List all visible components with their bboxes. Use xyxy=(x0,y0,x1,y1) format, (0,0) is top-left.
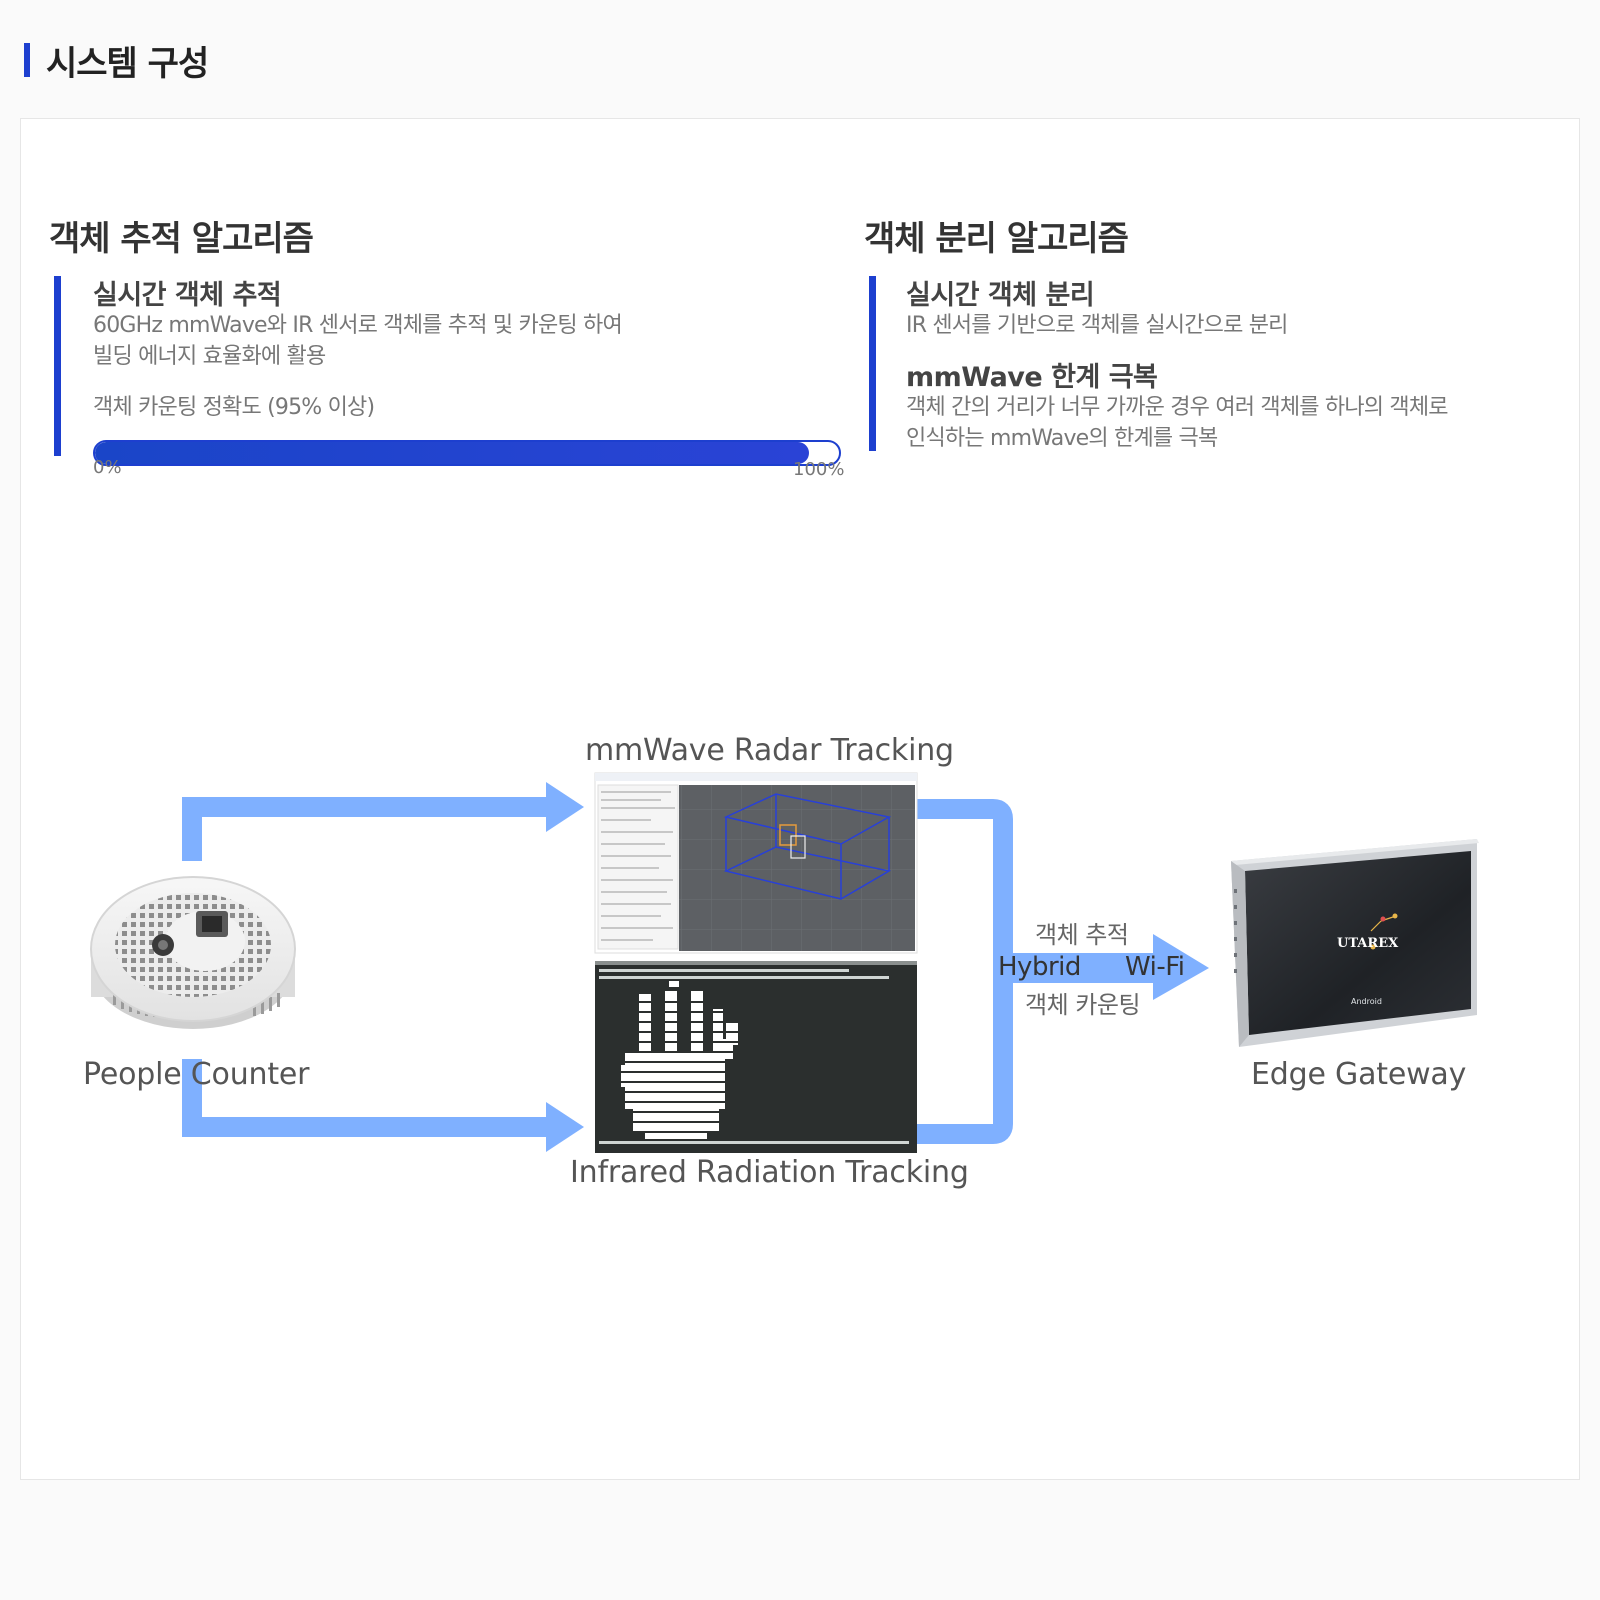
bracket-merge xyxy=(917,799,1013,1144)
scale-max-label: 100% xyxy=(793,459,845,480)
page-title: 시스템 구성 xyxy=(46,43,209,84)
separation-desc-2: 객체 간의 거리가 너무 가까운 경우 여러 객체를 하나의 객체로 인식하는 … xyxy=(906,392,1449,454)
arrowhead-to-radar xyxy=(546,782,584,832)
separation-desc-1: IR 센서를 기반으로 객체를 실시간으로 분리 xyxy=(906,313,1288,338)
radar-tracking-label: mmWave Radar Tracking xyxy=(585,733,954,768)
accuracy-progress-fill xyxy=(95,442,810,464)
link-label-wifi: Wi-Fi xyxy=(1125,952,1185,982)
separation-title: 객체 분리 알고리즘 xyxy=(864,219,1129,259)
arrow-counter-to-radar xyxy=(182,797,553,861)
tracking-desc: 60GHz mmWave와 IR 센서로 객체를 추적 및 카운팅 하여 빌딩 … xyxy=(93,310,623,372)
separation-accent-bar xyxy=(869,276,876,451)
arrow-to-gateway-body xyxy=(1003,953,1155,983)
system-panel: 객체 추적 알고리즘 실시간 객체 추적 60GHz mmWave와 IR 센서… xyxy=(20,118,1580,1480)
separation-desc-2-line1: 객체 간의 거리가 너무 가까운 경우 여러 객체를 하나의 객체로 xyxy=(906,395,1449,420)
separation-desc-2-line2: 인식하는 mmWave의 한계를 극복 xyxy=(906,426,1218,451)
link-label-counting: 객체 카운팅 xyxy=(1025,991,1141,1019)
scale-min-label: 0% xyxy=(93,457,122,478)
tracking-title: 객체 추적 알고리즘 xyxy=(49,219,314,259)
tracking-subtitle: 실시간 객체 추적 xyxy=(93,280,282,311)
radar-tracking-screenshot xyxy=(594,772,918,954)
edge-gateway-device: UTAREX Android xyxy=(1231,839,1479,1047)
arrow-counter-to-ir xyxy=(182,1059,553,1137)
device-os-text: Android xyxy=(1351,997,1382,1006)
accuracy-label: 객체 카운팅 정확도 (95% 이상) xyxy=(93,395,375,420)
people-counter-label: People Counter xyxy=(83,1057,310,1092)
page-header: 시스템 구성 xyxy=(24,40,209,84)
title-accent-bar xyxy=(24,43,30,77)
separation-subtitle-1: 실시간 객체 분리 xyxy=(906,280,1095,311)
people-counter-device xyxy=(90,876,296,1029)
edge-gateway-label: Edge Gateway xyxy=(1251,1057,1467,1092)
arrowhead-to-ir xyxy=(546,1102,584,1152)
arrowhead-to-gateway xyxy=(1153,934,1209,1000)
ir-tracking-screenshot xyxy=(595,961,917,1153)
accuracy-progress-bar xyxy=(93,440,841,466)
link-label-hybrid: Hybrid xyxy=(998,952,1081,982)
device-brand-text: UTAREX xyxy=(1337,936,1399,951)
tracking-accent-bar xyxy=(54,276,61,456)
separation-subtitle-2: mmWave 한계 극복 xyxy=(906,362,1158,393)
tracking-desc-line2: 빌딩 에너지 효율화에 활용 xyxy=(93,344,326,369)
tracking-desc-line1: 60GHz mmWave와 IR 센서로 객체를 추적 및 카운팅 하여 xyxy=(93,313,623,338)
ir-tracking-label: Infrared Radiation Tracking xyxy=(570,1155,969,1190)
system-diagram: UTAREX Android xyxy=(90,772,1479,1153)
link-label-tracking: 객체 추적 xyxy=(1035,921,1129,949)
